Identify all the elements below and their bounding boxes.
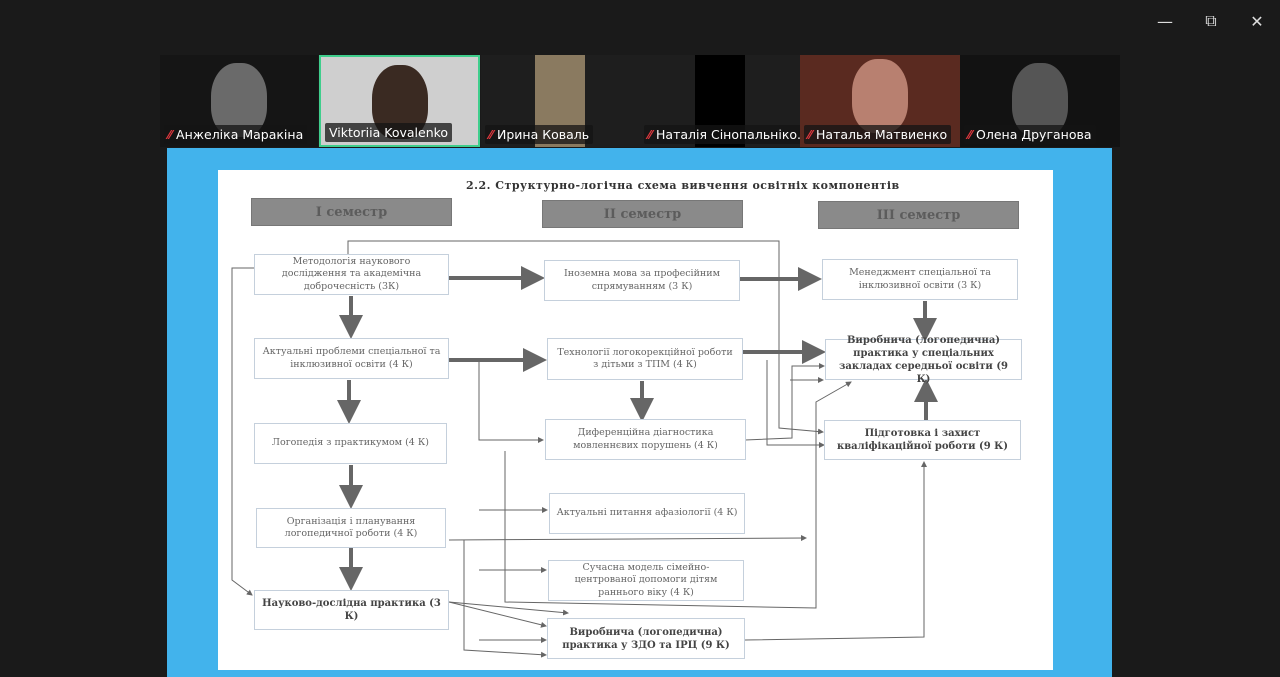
participant-tile[interactable]: ⁄⁄Анжеліка Маракіна (160, 55, 318, 147)
participant-name: Анжеліка Маракіна (176, 127, 304, 142)
close-icon: ✕ (1250, 11, 1264, 31)
participant-name: Наталья Матвиенко (816, 127, 948, 142)
restore-button[interactable]: ⧉ (1196, 8, 1226, 34)
video-feed (1012, 63, 1068, 137)
connector-lines (231, 240, 938, 658)
muted-mic-icon: ⁄⁄ (489, 127, 494, 142)
participant-tile-active[interactable]: Viktoriia Kovalenko (319, 55, 480, 147)
course-box: Диференційна діагностика мовленнєвих пор… (545, 419, 746, 460)
muted-mic-icon: ⁄⁄ (168, 127, 173, 142)
muted-mic-icon: ⁄⁄ (808, 127, 813, 142)
course-box: Актуальні проблеми спеціальної та інклюз… (254, 338, 449, 379)
participant-tile[interactable]: ⁄⁄Олена Друганова (960, 55, 1120, 147)
course-box: Виробнича (логопедична) практика у ЗДО т… (547, 618, 745, 659)
participant-tile[interactable]: ⁄⁄Ирина Коваль (481, 55, 640, 147)
participant-tile[interactable]: ⁄⁄Наталья Матвиенко (800, 55, 960, 147)
participant-name: Олена Друганова (976, 127, 1092, 142)
semester-header: I семестр (251, 198, 452, 226)
semester-header: II семестр (542, 200, 743, 228)
close-button[interactable]: ✕ (1242, 8, 1272, 34)
video-feed (211, 63, 267, 137)
shared-slide: 2.2. Структурно-логічна схема вивчення о… (218, 170, 1053, 670)
course-box: Іноземна мова за професійним спрямування… (544, 260, 740, 301)
muted-mic-icon: ⁄⁄ (968, 127, 973, 142)
course-box: Логопедія з практикумом (4 К) (254, 423, 447, 464)
course-box: Організація і планування логопедичної ро… (256, 508, 446, 548)
course-box: Актуальні питання афазіології (4 К) (549, 493, 745, 534)
muted-mic-icon: ⁄⁄ (648, 127, 653, 142)
course-box: Виробнича (логопедична) практика у спеці… (825, 335, 1022, 385)
participant-name: Наталія Сінопальніко... (656, 127, 800, 142)
participant-name: Viktoriia Kovalenko (329, 125, 449, 140)
minimize-icon: — (1157, 11, 1173, 31)
course-box: Методологія наукового дослідження та ака… (254, 254, 449, 295)
course-box: Підготовка і захист кваліфікаційної робо… (824, 420, 1021, 460)
participant-tile[interactable]: ⁄⁄Наталія Сінопальніко... (640, 55, 800, 147)
course-box: Сучасна модель сімейно-центрованої допом… (548, 560, 744, 601)
restore-icon: ⧉ (1205, 11, 1217, 30)
video-feed (852, 59, 908, 133)
course-box: Науково-дослідна практика (3 К) (254, 590, 449, 630)
course-box: Технології логокорекційної роботи з діть… (547, 338, 743, 380)
participant-name: Ирина Коваль (497, 127, 590, 142)
slide-title: 2.2. Структурно-логічна схема вивчення о… (466, 179, 900, 192)
semester-header: III семестр (818, 201, 1019, 229)
minimize-button[interactable]: — (1150, 8, 1180, 34)
course-box: Менеджмент спеціальної та інклюзивної ос… (822, 259, 1018, 300)
